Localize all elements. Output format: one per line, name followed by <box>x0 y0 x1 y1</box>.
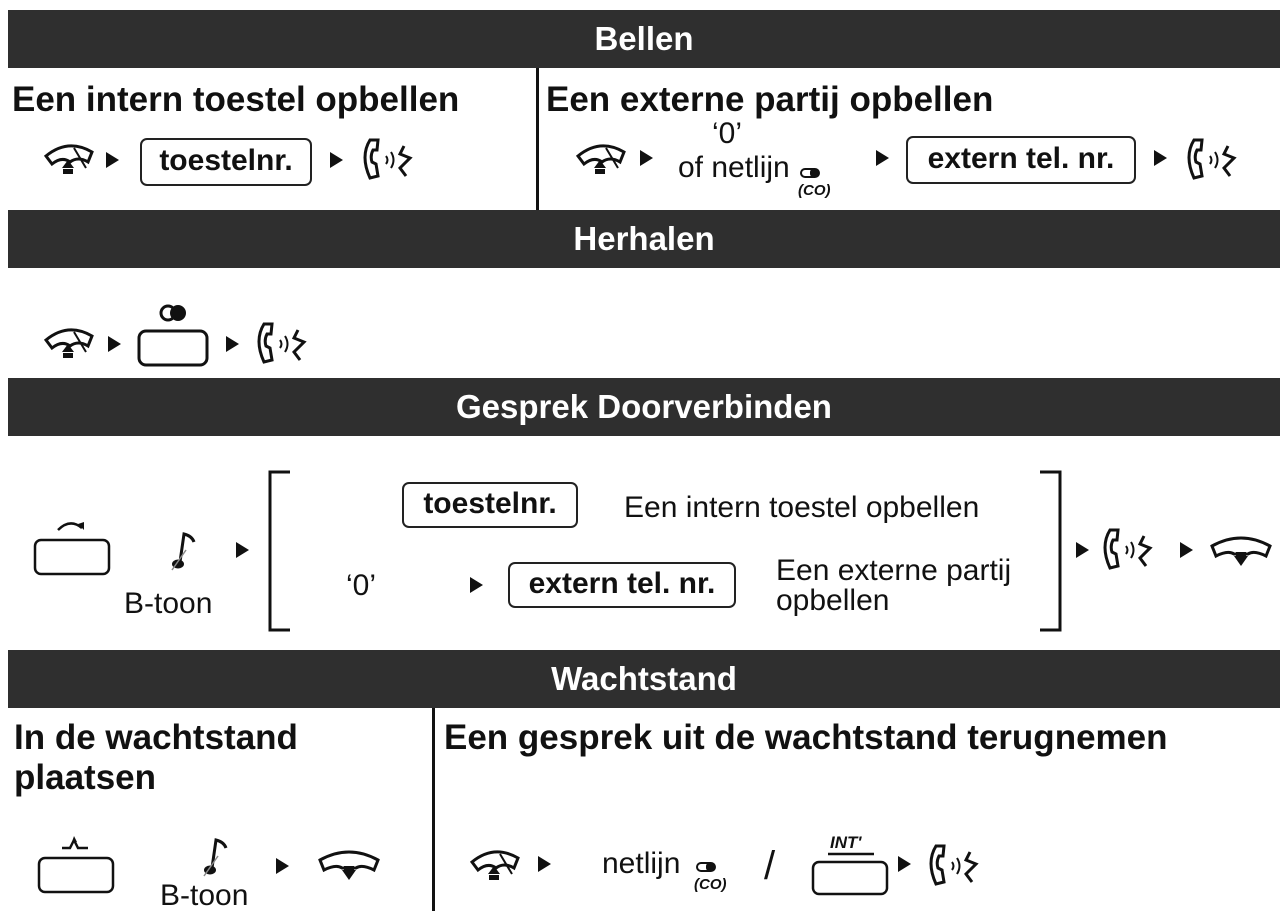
off-hook-icon <box>466 844 524 888</box>
place-on-hold-heading-line1: In de wachtstand <box>14 718 298 757</box>
column-divider <box>432 708 435 911</box>
intern-call-heading: Een intern toestel opbellen <box>12 80 460 119</box>
arrow-icon <box>538 856 551 872</box>
co-line-label: netlijn <box>602 847 681 880</box>
arrow-icon <box>330 152 343 168</box>
arrow-icon <box>1154 150 1167 166</box>
transfer-icon <box>32 512 112 578</box>
section-herhalen-header: Herhalen <box>8 210 1280 268</box>
left-bracket <box>266 470 292 632</box>
tone-icon <box>202 834 232 878</box>
extern-call-heading: Een externe partij opbellen <box>546 80 994 119</box>
co-line-icon <box>800 168 820 178</box>
section-wachtstand-header: Wachtstand <box>8 650 1280 708</box>
section-doorverbinden-header: Gesprek Doorverbinden <box>8 378 1280 436</box>
redial-icon <box>136 303 210 369</box>
or-slash: / <box>764 844 776 888</box>
talk-icon <box>926 842 986 890</box>
extension-number-key: toestelnr. <box>402 482 578 528</box>
off-hook-icon <box>40 138 98 182</box>
arrow-icon <box>1076 542 1089 558</box>
arrow-icon <box>1180 542 1193 558</box>
co-label: (CO) <box>694 876 727 893</box>
arrow-icon <box>640 150 653 166</box>
column-divider <box>536 68 539 210</box>
off-hook-icon <box>572 138 630 182</box>
zero-digit: ‘0’ <box>346 569 377 602</box>
co-label: (CO) <box>798 182 831 199</box>
or-co-line-label: of netlijn <box>678 151 790 184</box>
extension-number-key: toestelnr. <box>140 138 312 186</box>
talk-icon <box>360 136 420 184</box>
section-bellen-header: Bellen <box>8 10 1280 68</box>
hold-icon <box>36 834 116 898</box>
arrow-icon <box>876 150 889 166</box>
place-on-hold-heading-line2: plaatsen <box>14 758 156 797</box>
zero-digit: ‘0’ <box>712 117 743 150</box>
right-bracket <box>1038 470 1064 632</box>
arrow-icon <box>236 542 249 558</box>
external-number-key: extern tel. nr. <box>508 562 736 608</box>
co-line-icon <box>696 862 716 872</box>
talk-icon <box>1184 136 1244 184</box>
int-key-label: INT' <box>830 833 862 852</box>
arrow-icon <box>470 577 483 593</box>
tone-icon <box>170 528 200 572</box>
arrow-icon <box>106 152 119 168</box>
int-key-icon <box>810 834 890 898</box>
intern-option-label: Een intern toestel opbellen <box>624 491 980 524</box>
arrow-icon <box>226 336 239 352</box>
busy-tone-label: B-toon <box>124 587 213 620</box>
on-hook-icon <box>316 842 382 886</box>
external-number-key: extern tel. nr. <box>906 136 1136 184</box>
extern-option-label-line2: opbellen <box>776 584 890 617</box>
talk-icon <box>254 320 314 368</box>
extern-option-label-line1: Een externe partij <box>776 554 1012 587</box>
arrow-icon <box>898 856 911 872</box>
off-hook-icon <box>40 322 98 366</box>
retrieve-from-hold-heading: Een gesprek uit de wachtstand terugnemen <box>444 718 1168 757</box>
on-hook-icon <box>1208 528 1274 572</box>
arrow-icon <box>276 858 289 874</box>
busy-tone-label: B-toon <box>160 879 249 912</box>
talk-icon <box>1100 526 1160 574</box>
arrow-icon <box>108 336 121 352</box>
